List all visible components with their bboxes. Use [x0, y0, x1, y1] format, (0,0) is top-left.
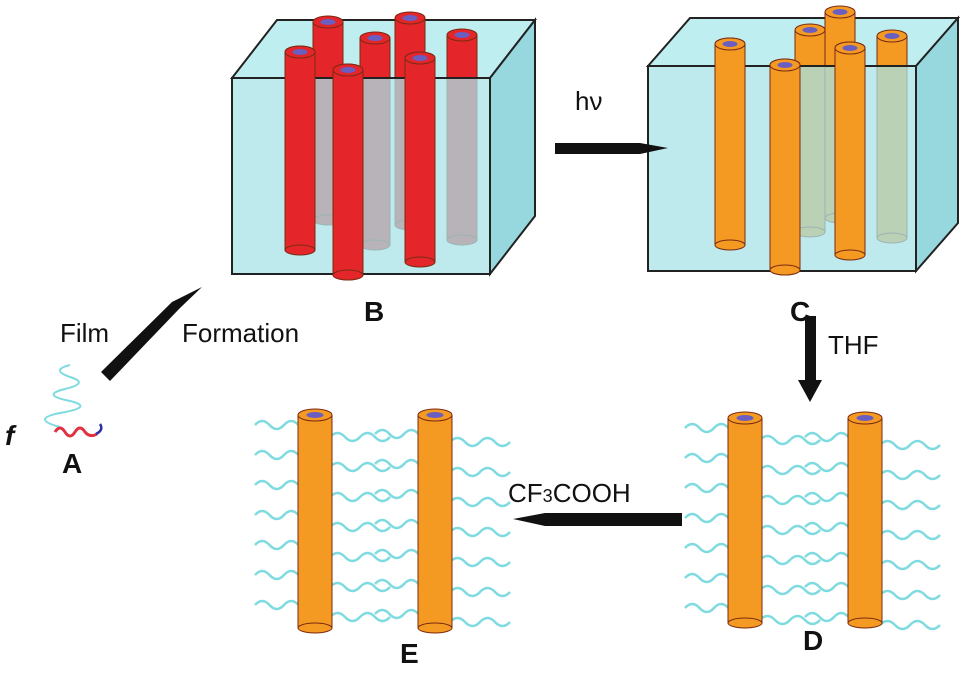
polymer-chain: [759, 434, 821, 446]
thf-label: THF: [828, 330, 879, 360]
polymer-chain: [329, 551, 391, 563]
label-C: C: [790, 296, 811, 327]
rod-bottom: [847, 617, 883, 629]
polymer-chain: [329, 431, 391, 443]
polymer-chain: [759, 494, 821, 506]
label-D: D: [803, 625, 824, 656]
molecule-a-tail: [44, 364, 82, 428]
polymer-chain: [329, 461, 391, 473]
rod-bottom: [332, 269, 364, 281]
polymer-chain: [879, 589, 941, 601]
rod-core: [802, 27, 818, 33]
rod-core: [340, 67, 356, 73]
rod-core: [722, 41, 738, 47]
polymer-chain: [449, 556, 511, 568]
rod-core: [856, 415, 874, 421]
rod-core: [412, 55, 428, 61]
red-rod: [284, 45, 316, 256]
polymer-chain: [759, 554, 821, 566]
arrow-film-formation: [101, 287, 202, 381]
rod-body: [417, 414, 453, 629]
polymer-chain: [449, 586, 511, 598]
rod-bottom: [769, 264, 801, 276]
rod-body: [332, 69, 364, 276]
arrow-hv: [555, 143, 668, 154]
rod-core: [832, 9, 848, 15]
polymer-chain: [759, 464, 821, 476]
red-rod: [404, 51, 436, 268]
polymer-chain: [879, 439, 941, 451]
rod-body: [297, 414, 333, 629]
polymer-chain: [879, 499, 941, 511]
polymer-chain: [759, 524, 821, 536]
rod-bottom: [297, 622, 333, 634]
rod-core: [367, 35, 383, 41]
rod-body: [714, 43, 746, 246]
rod-core: [292, 49, 308, 55]
matrix-box-b: [229, 11, 538, 281]
polymer-chain: [759, 614, 821, 626]
polymer-chain: [329, 581, 391, 593]
acid-text: CF: [508, 478, 543, 508]
film-label: Film: [60, 318, 110, 348]
orange-rod: [714, 37, 746, 251]
polymer-chain: [329, 491, 391, 503]
polymer-chain: [879, 619, 941, 631]
fiber-rod: [727, 411, 763, 629]
rod-bottom: [284, 244, 316, 256]
rod-bottom: [404, 256, 436, 268]
polymer-chain: [879, 469, 941, 481]
molecule-a-core: [53, 426, 98, 438]
polymer-chain: [329, 521, 391, 533]
rod-body: [834, 47, 866, 256]
orange-rod: [834, 41, 866, 261]
arrow-cf3cooh: [513, 513, 682, 526]
rod-body: [727, 417, 763, 624]
rod-bottom: [417, 622, 453, 634]
acid-text-2: COOH: [552, 478, 631, 508]
molecule-a-end: [95, 423, 103, 436]
polymer-chain: [449, 616, 511, 628]
fiber-rod: [417, 408, 453, 634]
polymer-chain: [449, 436, 511, 448]
label-A: A: [62, 448, 83, 479]
label-f: f: [5, 420, 15, 451]
rod-bottom: [727, 617, 763, 629]
polymer-chain: [449, 466, 511, 478]
rod-core: [884, 33, 900, 39]
red-rod: [332, 63, 364, 281]
rod-bottom: [714, 239, 746, 251]
acid-subscript: 3: [542, 486, 553, 506]
rod-bottom: [834, 249, 866, 261]
rod-core: [736, 415, 754, 421]
hv-label: hν: [575, 86, 603, 116]
cf3cooh-label: CF3COOH: [508, 478, 631, 509]
rod-body: [847, 417, 883, 624]
matrix-box-c: [645, 5, 961, 276]
formation-label: Formation: [182, 318, 300, 348]
polymer-chain: [329, 611, 391, 623]
polymer-chain: [449, 526, 511, 538]
fiber-rod: [847, 411, 883, 629]
rod-body: [769, 64, 801, 271]
rod-core: [426, 412, 444, 418]
polymer-chain: [759, 584, 821, 596]
polymer-chain: [879, 529, 941, 541]
rod-core: [402, 15, 418, 21]
arrow-thf: [798, 316, 822, 402]
rod-core: [320, 19, 336, 25]
label-E: E: [400, 638, 419, 669]
rod-core: [306, 412, 324, 418]
rod-body: [404, 57, 436, 263]
polymer-chain: [879, 559, 941, 571]
rod-core: [842, 45, 858, 51]
label-B: B: [364, 296, 385, 327]
orange-rod: [769, 58, 801, 276]
rod-body: [284, 51, 316, 251]
rod-core: [777, 62, 793, 68]
polymer-chain: [449, 496, 511, 508]
rod-core: [454, 32, 470, 38]
fiber-rod: [297, 408, 333, 634]
